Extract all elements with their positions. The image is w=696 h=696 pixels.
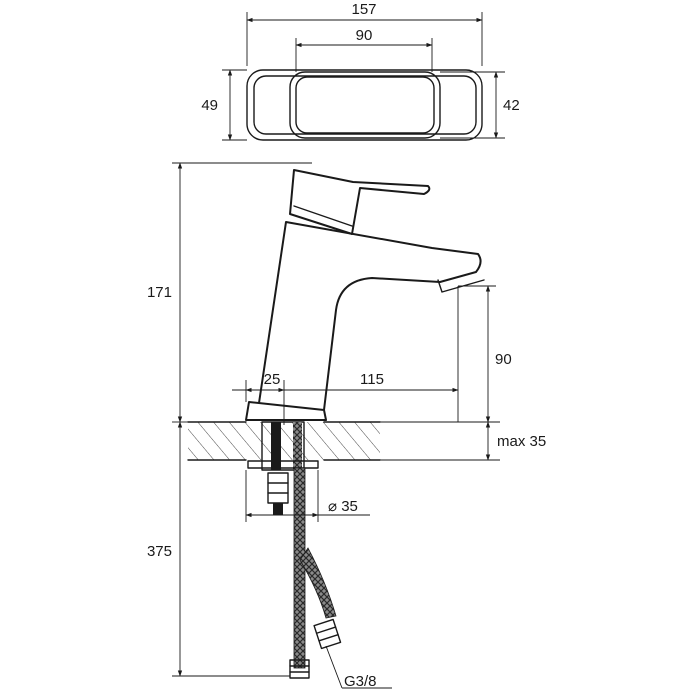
dim-height: 171 (147, 284, 172, 301)
dim-spout-clearance: 90 (495, 351, 512, 368)
dim-base-offset: 25 (264, 371, 281, 388)
hose-main (293, 467, 306, 669)
dim-handle-width: 90 (356, 27, 373, 44)
dim-shank-diameter: ⌀ 35 (328, 498, 358, 515)
top-view-handle-inner (295, 76, 435, 134)
faucet-base (245, 401, 327, 421)
hose-connector-right (313, 618, 342, 650)
hose-upper (293, 422, 302, 470)
top-view: 157 90 49 42 (201, 1, 520, 141)
top-view-handle (289, 71, 441, 139)
shank (261, 421, 305, 471)
fixing-washer (247, 460, 319, 469)
hose-connector-left (289, 659, 310, 679)
faucet-handle (289, 169, 431, 235)
dim-top-width: 157 (351, 1, 376, 18)
fixing-nut (267, 472, 289, 504)
thread-label: G3/8 (344, 673, 377, 690)
threaded-rod (271, 422, 281, 470)
top-view-base-plate-inner (253, 75, 477, 135)
dim-spout-reach: 115 (360, 371, 384, 388)
dim-top-depth: 49 (201, 97, 218, 114)
dim-handle-depth: 42 (503, 97, 520, 114)
top-view-base-plate (246, 69, 483, 141)
side-view: 171 90 max 35 25 115 ⌀ 35 375 G3/8 (147, 162, 546, 690)
dim-hose-length: 375 (147, 543, 172, 560)
faucet-body (258, 221, 482, 411)
countertop-section (188, 422, 380, 460)
hose-secondary (299, 547, 337, 619)
dim-counter-thickness: max 35 (497, 433, 546, 450)
